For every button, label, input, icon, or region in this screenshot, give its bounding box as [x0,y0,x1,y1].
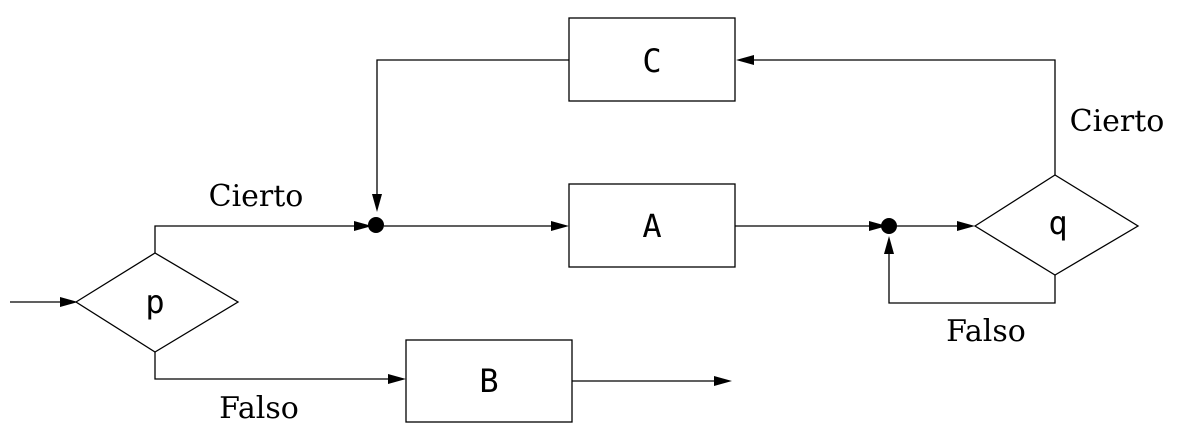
junction-1 [368,217,384,233]
q-true-line [750,59,1056,175]
junction2-to-q-arrowhead [957,221,975,231]
b-exit-arrowhead [714,376,732,386]
junction-2 [881,218,897,234]
p-true-label: Cierto [209,179,304,214]
decision-p-label: p [145,283,164,321]
q-false-line [888,249,1056,304]
p-false-label: Falso [219,391,299,426]
junction1-to-a-arrowhead [551,221,569,231]
c-to-junction1-arrowhead [372,194,382,212]
decision-q [973,174,1140,276]
process-a [568,183,736,268]
q-false-label: Falso [946,314,1026,349]
process-c-label: C [642,42,661,80]
process-b [405,339,573,423]
p-true-line [154,225,360,253]
process-c [568,17,736,102]
a-to-junction2-arrowhead [869,221,887,231]
q-true-label: Cierto [1070,104,1165,139]
p-false-line [154,352,392,380]
p-true-arrowhead [354,221,372,231]
decision-p [74,252,240,353]
p-false-arrowhead [388,374,406,384]
c-to-junction1-line [376,59,569,198]
process-a-label: A [642,207,661,245]
decision-q-label: q [1048,204,1067,242]
entry-arrowhead [60,297,78,307]
process-b-label: B [479,362,498,400]
q-true-arrowhead [736,55,754,65]
q-false-arrowhead [884,236,894,254]
